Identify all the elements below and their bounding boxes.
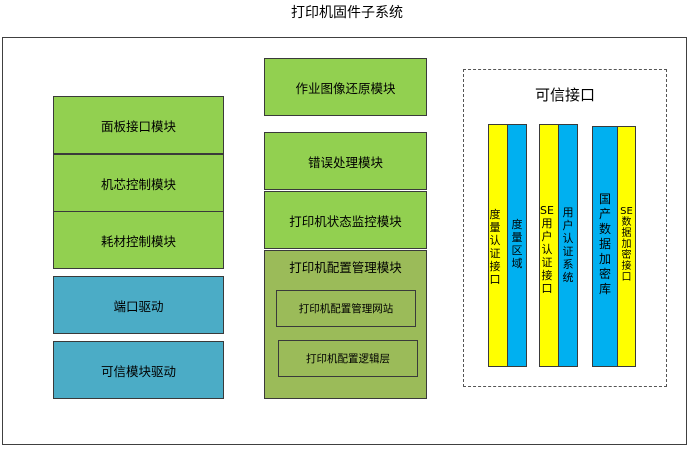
status-monitor-module: 打印机状态监控模块 [264,191,427,249]
trusted-module-driver: 可信模块驱动 [53,341,224,399]
domestic-encryption-library-label: 国产数据加密库 [598,192,611,296]
config-management-title: 打印机配置管理模块 [289,260,402,275]
image-restore-module-label: 作业图像还原模块 [295,80,396,96]
trusted-interface-container [463,69,667,387]
error-handling-module-label: 错误处理模块 [307,154,383,170]
consumables-control-module-label: 耗材控制模块 [100,233,176,249]
port-driver: 端口驱动 [53,276,224,334]
measurement-area [507,124,527,367]
trusted-module-driver-label: 可信模块驱动 [100,363,176,379]
engine-control-module: 机芯控制模块 [53,154,224,212]
user-auth-system [558,124,578,367]
port-driver-label: 端口驱动 [113,298,164,314]
consumables-control-module: 耗材控制模块 [53,211,224,269]
error-handling-module: 错误处理模块 [264,132,427,190]
image-restore-module: 作业图像还原模块 [264,58,427,116]
measurement-area-label: 度量区域 [511,218,523,270]
config-management-website-label: 打印机配置管理网站 [298,303,394,315]
measurement-auth-interface-label: 度量认证接口 [489,208,501,286]
panel-interface-module: 面板接口模块 [53,96,224,154]
user-auth-system-label: 用户认证系统 [562,206,574,284]
config-logic-layer: 打印机配置逻辑层 [278,340,418,377]
panel-interface-module-label: 面板接口模块 [100,118,176,134]
status-monitor-module-label: 打印机状态监控模块 [289,213,402,229]
diagram-title: 打印机固件子系统 [291,5,403,21]
se-data-encryption-interface-label: SE数据加密接口 [620,206,633,283]
config-logic-layer-label: 打印机配置逻辑层 [306,353,390,365]
config-management-website: 打印机配置管理网站 [276,290,416,327]
subsystem-frame [2,37,687,445]
se-user-auth-interface-label: SE用户认证接口 [540,204,554,295]
trusted-interface-title: 可信接口 [534,86,595,104]
engine-control-module-label: 机芯控制模块 [100,176,176,192]
se-data-encryption-interface [617,126,636,367]
